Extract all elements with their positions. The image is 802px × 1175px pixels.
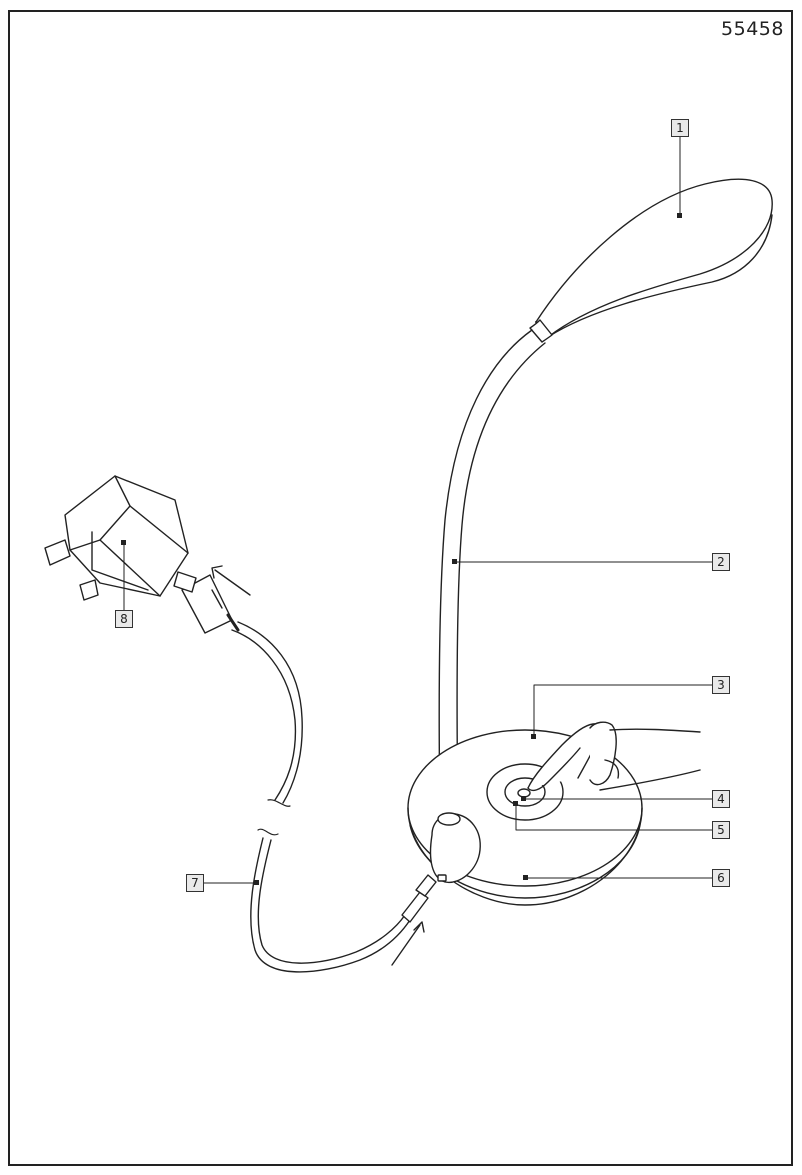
touch-button-icon: [517, 788, 531, 798]
page-frame: [8, 10, 793, 1166]
lamp-head-icon: [529, 178, 773, 343]
gooseneck-arm-icon: [438, 329, 546, 816]
document-number: 55458: [721, 18, 784, 40]
callout-3: 3: [712, 676, 730, 694]
touch-ring-icon: [486, 763, 564, 821]
leader-lines: [123, 136, 713, 884]
callout-5: 5: [712, 821, 730, 839]
callout-7: 7: [186, 874, 204, 892]
leader-dots: [121, 213, 682, 885]
usb-cable-icon: [181, 574, 437, 973]
plug-adapter-icon: [44, 475, 197, 601]
hand-icon: [527, 721, 701, 792]
callout-8: 8: [115, 610, 133, 628]
callout-4: 4: [712, 790, 730, 808]
callout-1: 1: [671, 119, 689, 137]
callout-6: 6: [712, 869, 730, 887]
insert-arrow-adapter: [211, 565, 251, 596]
callout-2: 2: [712, 553, 730, 571]
insert-arrow-lamp: [391, 921, 425, 966]
